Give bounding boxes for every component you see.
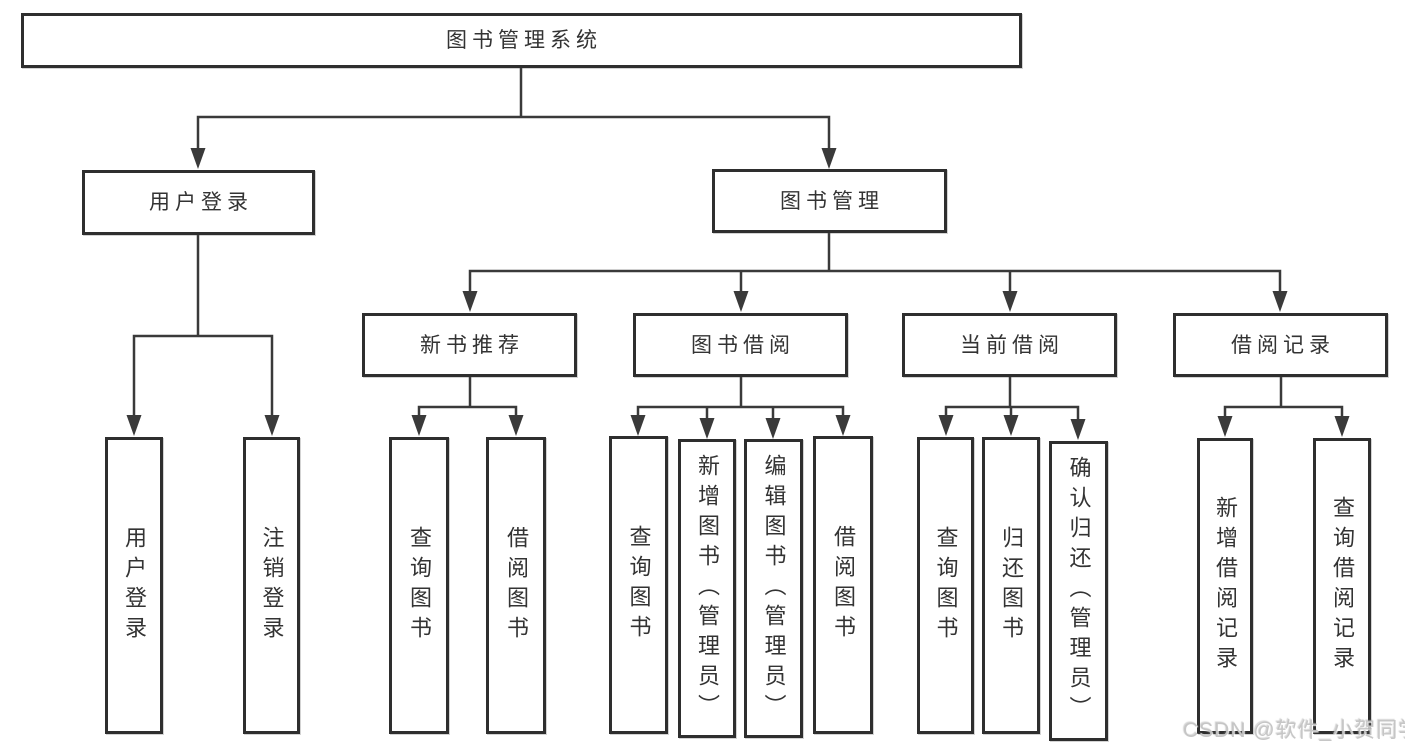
node-label: 用户登录 bbox=[149, 191, 253, 214]
node-label: 当前借阅 bbox=[960, 333, 1064, 357]
leaf-borrow-books: 借阅图书 bbox=[486, 437, 546, 734]
leaf-label: 借阅图书 bbox=[504, 525, 529, 646]
leaf-label: 新增借阅记录 bbox=[1213, 496, 1238, 676]
node-new-book-recommend: 新书推荐 bbox=[362, 313, 577, 377]
leaf-query-books: 查询图书 bbox=[389, 437, 449, 734]
leaf-edit-books-admin: 编辑图书（管理员） bbox=[744, 439, 803, 738]
leaf-label: 查询图书 bbox=[407, 525, 432, 646]
node-label: 图书借阅 bbox=[691, 333, 795, 357]
leaf-query-books: 查询图书 bbox=[609, 436, 668, 734]
node-borrow-records: 借阅记录 bbox=[1173, 313, 1388, 377]
leaf-label: 注销登录 bbox=[259, 525, 285, 646]
leaf-user-login: 用户登录 bbox=[105, 437, 163, 734]
leaf-add-borrow-record: 新增借阅记录 bbox=[1197, 438, 1253, 734]
leaf-label: 归还图书 bbox=[999, 525, 1024, 646]
node-book-borrow: 图书借阅 bbox=[633, 313, 848, 377]
leaf-query-borrow-record: 查询借阅记录 bbox=[1313, 438, 1371, 734]
node-label: 图书管理 bbox=[780, 189, 884, 213]
leaf-query-books: 查询图书 bbox=[917, 437, 974, 734]
node-current-borrow: 当前借阅 bbox=[902, 313, 1117, 377]
node-root-label: 图书管理系统 bbox=[446, 29, 602, 52]
leaf-add-books-admin: 新增图书（管理员） bbox=[678, 439, 736, 738]
node-user-login-group: 用户登录 bbox=[82, 170, 315, 235]
node-label: 新书推荐 bbox=[420, 333, 524, 357]
node-label: 借阅记录 bbox=[1231, 333, 1335, 357]
leaf-label: 确认归还（管理员） bbox=[1066, 456, 1092, 726]
leaf-label: 查询图书 bbox=[626, 525, 652, 645]
node-root: 图书管理系统 bbox=[21, 13, 1022, 68]
leaf-label: 查询图书 bbox=[933, 525, 959, 646]
arrowheads bbox=[126, 148, 1350, 440]
leaf-label: 借阅图书 bbox=[831, 525, 856, 645]
leaf-label: 新增图书（管理员） bbox=[695, 453, 720, 724]
csdn-watermark: CSDN @软件_小贺同学 bbox=[1183, 719, 1405, 742]
node-book-management: 图书管理 bbox=[712, 169, 947, 233]
leaf-label: 编辑图书（管理员） bbox=[761, 453, 787, 724]
leaf-label: 用户登录 bbox=[122, 525, 147, 646]
leaf-logout: 注销登录 bbox=[243, 437, 300, 734]
leaf-label: 查询借阅记录 bbox=[1330, 496, 1355, 676]
leaf-confirm-return-admin: 确认归还（管理员） bbox=[1049, 441, 1108, 741]
leaf-borrow-books: 借阅图书 bbox=[813, 436, 873, 734]
leaf-return-books: 归还图书 bbox=[982, 437, 1040, 734]
